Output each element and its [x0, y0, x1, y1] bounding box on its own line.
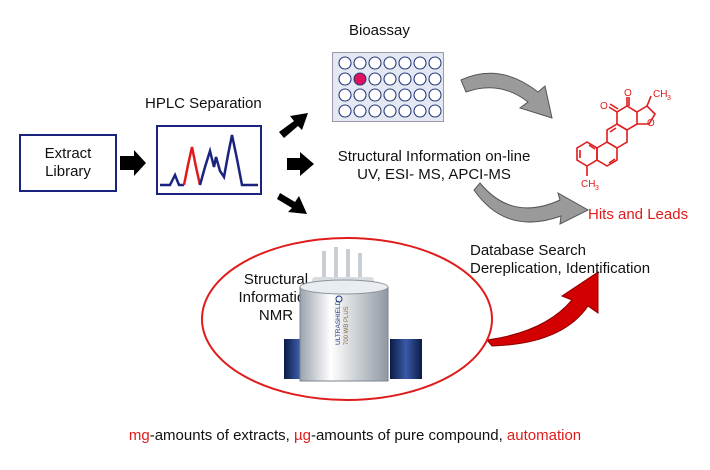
footer-text: mg-amounts of extracts, µg-amounts of pu… [0, 427, 710, 444]
nmr-ellipse [201, 237, 493, 401]
hplc-chromatogram [156, 125, 262, 195]
database-search-text: Database Search Dereplication, Identific… [470, 242, 650, 278]
carbonyl-o1: O [600, 101, 608, 112]
footer-mg: mg [128, 427, 150, 444]
magnet-brand-text: ULTRASHIELD [335, 300, 342, 345]
arrow-hplc-to-nmr-icon [277, 193, 307, 214]
curved-arrow-bioassay-to-hits-icon [460, 72, 553, 119]
nmr-line1: Structural [243, 271, 309, 288]
arrow-extract-to-hplc-icon [120, 150, 146, 176]
structural-online-title: Structural Information on-line [337, 148, 531, 165]
arrow-hplc-to-bioassay-icon [279, 113, 308, 138]
nmr-magnet-image: ULTRASHIELD 700 WB PLUS [284, 247, 422, 382]
active-well [353, 72, 367, 86]
extract-library-box: Extract Library [19, 134, 117, 192]
molecule-structure-icon: O O O CH 3 CH 3 [576, 88, 671, 192]
structural-online-text: Structural Information on-line UV, ESI- … [318, 148, 550, 184]
methyl-bottom-sub: 3 [595, 185, 599, 192]
nmr-label: Structural Information NMR [226, 271, 326, 325]
nmr-line2: Information [238, 289, 314, 306]
footer-automation: automation [506, 427, 582, 444]
hplc-separation-label: HPLC Separation [145, 95, 262, 112]
database-search-subtitle: Dereplication, Identification [470, 260, 651, 277]
database-search-title: Database Search [470, 242, 586, 259]
magnet-model-text: 700 WB PLUS [344, 306, 350, 345]
well-plate-graphic [338, 56, 442, 118]
curved-arrow-structural-to-hits-icon [473, 182, 590, 225]
well-plate [332, 52, 444, 122]
bioassay-label: Bioassay [349, 22, 410, 39]
footer-extracts: -amounts of extracts, [149, 427, 294, 444]
methyl-top-sub: 3 [667, 95, 671, 102]
chromatogram-graphic [160, 134, 258, 187]
arrow-hplc-to-structural-icon [287, 152, 314, 176]
structural-online-methods: UV, ESI- MS, APCI-MS [357, 166, 511, 183]
carbonyl-o2: O [624, 88, 632, 99]
extract-label: Extract [44, 145, 92, 162]
footer-pure-compound: -amounts of pure compound, [310, 427, 507, 444]
hits-and-leads-label: Hits and Leads [588, 206, 689, 223]
footer-ug: µg [293, 427, 311, 444]
library-label: Library [45, 163, 91, 180]
nmr-line3: NMR [258, 307, 294, 324]
methyl-bottom: CH [581, 179, 595, 190]
methyl-top: CH [653, 89, 667, 100]
curved-arrow-nmr-to-database-icon [486, 271, 599, 347]
ring-oxygen: O [647, 118, 655, 129]
